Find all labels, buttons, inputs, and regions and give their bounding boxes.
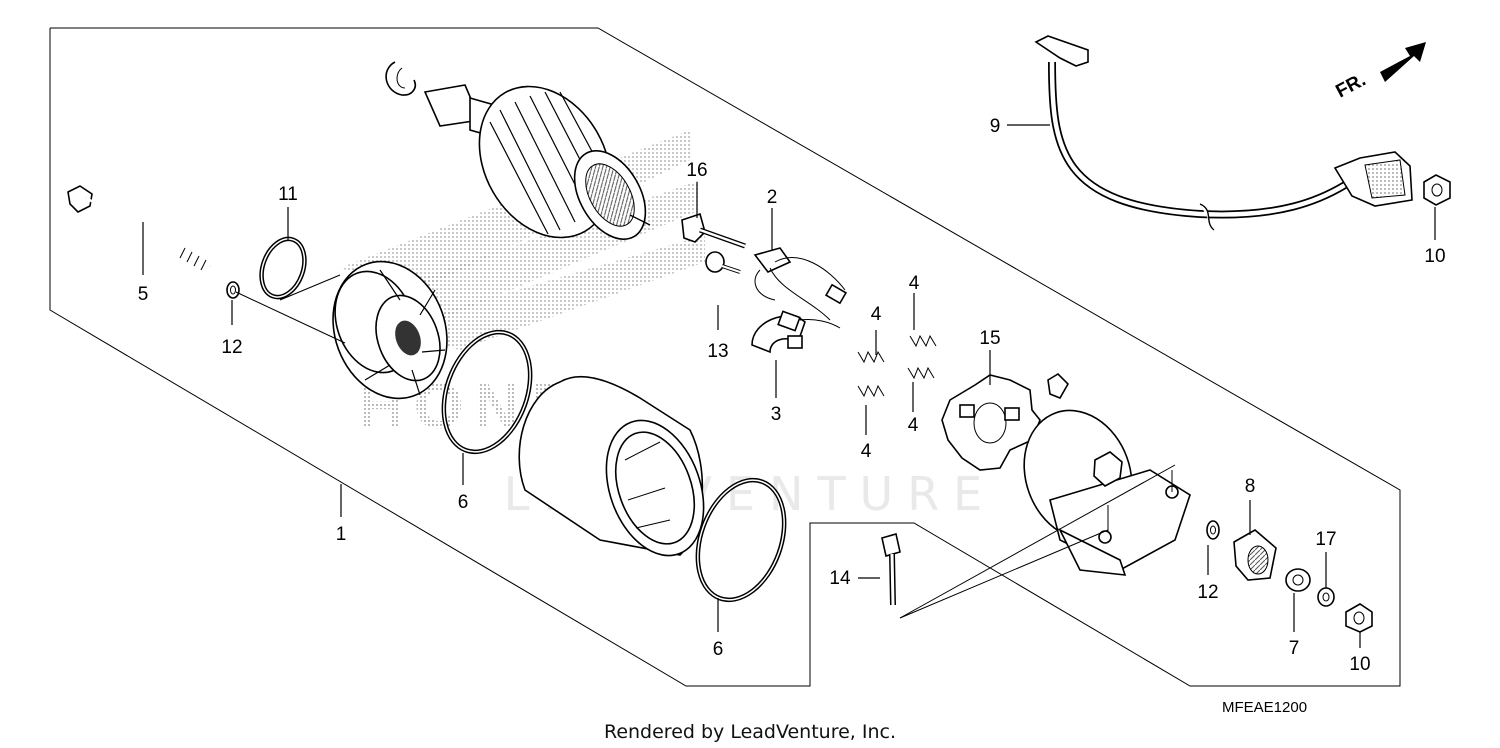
callout-15: 15 [979,328,1000,349]
callout-4b: 4 [871,304,882,325]
callout-12b: 12 [1197,582,1218,603]
rear-cover [1023,409,1191,576]
callout-7: 7 [1289,638,1300,659]
assembly-lines [235,274,1176,619]
diagram-code: MFEAE1200 [1222,699,1307,716]
callout-6b: 6 [713,639,724,660]
brush-holder-terminal [753,247,848,321]
mounting-bolt [881,532,901,606]
callout-labels: 1 2 3 4 4 4 4 5 6 6 7 8 9 10 10 11 12 12… [138,116,1446,675]
callout-8: 8 [1245,476,1256,497]
callout-4a: 4 [909,273,920,294]
terminal-insulator-bushing [1233,529,1277,581]
armature [423,84,651,240]
callout-10b: 10 [1349,654,1370,675]
callout-14: 14 [829,568,851,589]
screw-small [705,251,741,274]
callout-6a: 6 [458,492,469,513]
brush-plate [751,310,841,354]
leader-lines [142,124,1436,648]
terminal-bolt [681,212,746,249]
callout-16: 16 [686,160,707,181]
washer-flat [1285,568,1311,592]
front-cover [332,260,448,400]
front-direction-indicator: FR. [1332,42,1426,102]
direction-label: FR. [1332,70,1369,103]
lock-washer-left [226,281,240,299]
callout-3: 3 [771,404,782,425]
footer-credit: Rendered by LeadVenture, Inc. [604,721,896,743]
callout-12a: 12 [221,337,242,358]
lock-washer-right [1206,520,1220,540]
callout-4d: 4 [861,441,872,462]
hex-nut-upper [1423,174,1451,206]
callout-9: 9 [990,116,1001,137]
callout-5: 5 [138,284,149,305]
brush-springs [857,334,937,398]
starter-cable [1034,35,1413,231]
assembly-boundary [49,27,1401,687]
callout-13: 13 [707,341,728,362]
brush-holder-plate [941,374,1041,471]
callout-11: 11 [278,184,298,205]
callout-1: 1 [336,524,347,545]
motor-yoke [518,375,705,557]
through-bolt [67,185,211,271]
hex-nut-lower [1345,603,1373,633]
callout-4c: 4 [908,415,919,436]
snap-ring [385,61,417,96]
terminal-insulator [1047,372,1069,400]
arrow-icon [1380,42,1426,82]
callout-2: 2 [767,187,778,208]
callout-10a: 10 [1424,246,1445,267]
spring-washer [1317,587,1335,607]
callout-17: 17 [1315,529,1336,550]
